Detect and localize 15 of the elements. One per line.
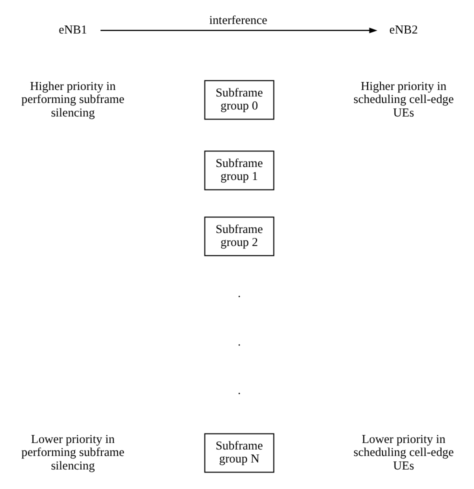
label: Higher priority in scheduling cell-edge UEs bbox=[353, 78, 454, 120]
node-box: Subframe group 1 bbox=[204, 150, 274, 190]
node-box: Subframe group 0 bbox=[204, 80, 274, 120]
label: . bbox=[237, 286, 240, 300]
node-text: eNB1 bbox=[58, 22, 87, 37]
arrow bbox=[100, 28, 377, 34]
label: Higher priority in performing subframe silencing bbox=[20, 78, 124, 120]
edge-label: interference bbox=[208, 12, 267, 27]
label: . bbox=[237, 383, 240, 398]
node-box: Subframe group N bbox=[204, 433, 274, 473]
label: Lower priority in performing subframe silencing bbox=[20, 432, 124, 472]
node-text: eNB2 bbox=[388, 22, 418, 37]
label: . bbox=[237, 334, 240, 349]
label: Lower priority in scheduling cell-edge UEs bbox=[353, 432, 454, 472]
node-box: Subframe group 2 bbox=[204, 216, 274, 256]
